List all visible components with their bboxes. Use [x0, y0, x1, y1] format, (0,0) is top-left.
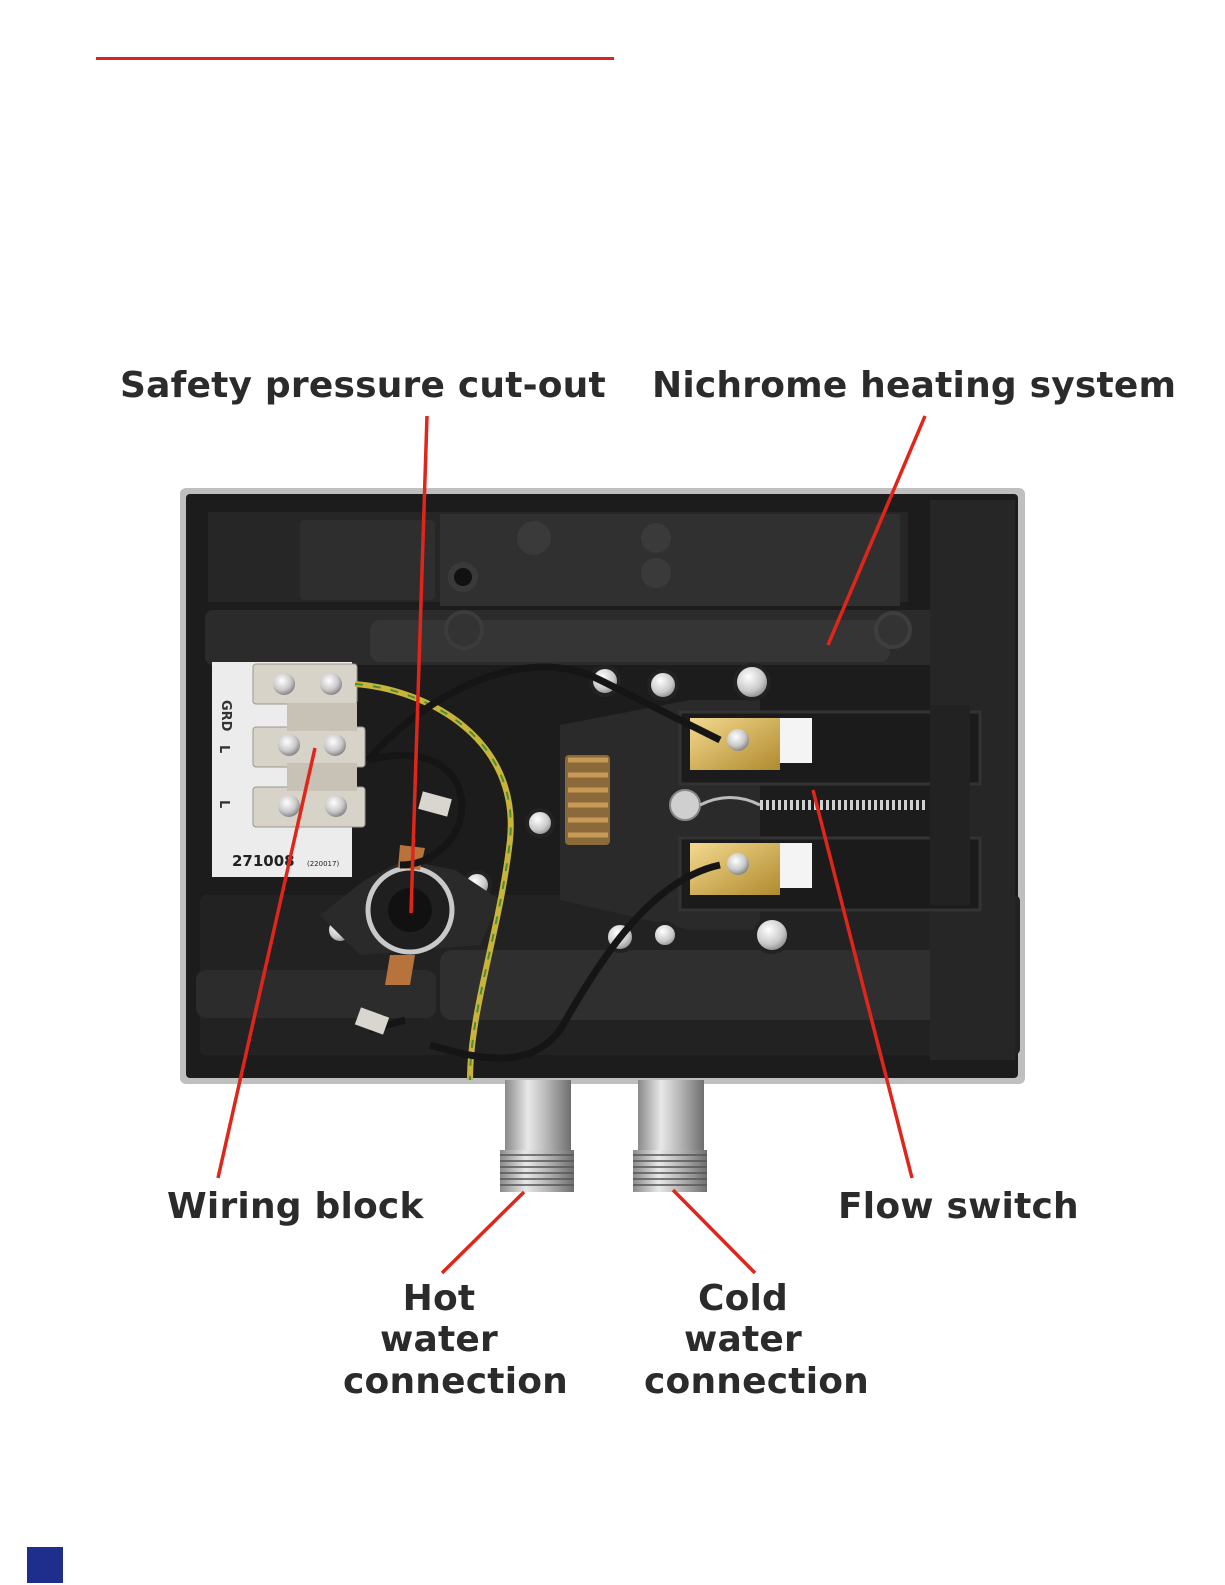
wiring-block: [253, 664, 365, 827]
terminal-l1-label: L: [216, 745, 231, 753]
callout-line-cold-water: [673, 1190, 755, 1273]
terminal-small-code: (220017): [307, 860, 339, 868]
terminal-l2-label: L: [216, 800, 231, 808]
terminal-model-number: 271008: [232, 852, 295, 870]
cold-water-fitting: [633, 1080, 707, 1192]
page-marker: [27, 1547, 63, 1583]
callout-line-hot-water: [442, 1192, 524, 1273]
hot-water-fitting: [500, 1080, 574, 1192]
terminal-grd-label: GRD: [218, 700, 233, 732]
